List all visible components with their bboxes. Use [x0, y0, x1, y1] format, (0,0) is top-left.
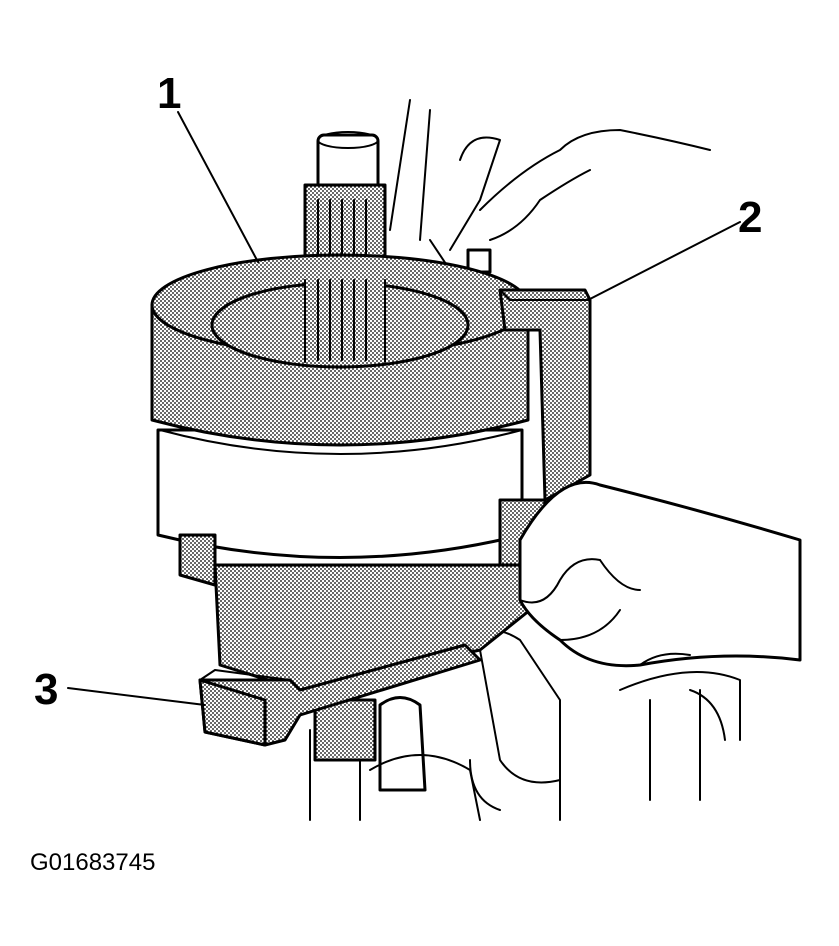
figure-id: G01683745	[30, 849, 155, 876]
lower-housing	[309, 629, 741, 821]
leader-2	[587, 221, 741, 301]
callout-2: 2	[738, 193, 762, 242]
callout-1: 1	[157, 69, 181, 118]
lower-hand	[518, 480, 802, 668]
leader-1	[177, 111, 259, 263]
upper-hand	[389, 99, 711, 274]
puller-body	[150, 253, 530, 587]
leader-3	[67, 687, 206, 706]
puller-plate	[198, 563, 532, 747]
callout-leaders	[67, 111, 741, 706]
callout-3: 3	[34, 665, 58, 714]
